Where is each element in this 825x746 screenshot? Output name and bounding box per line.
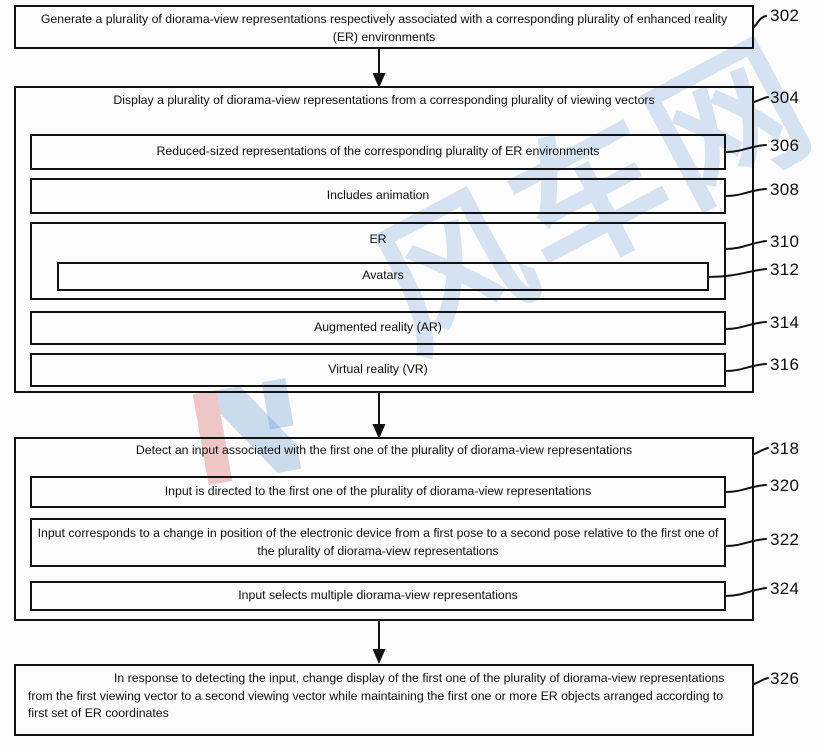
- process-box-326: [14, 664, 754, 736]
- ref-number-316: 316: [770, 355, 800, 374]
- leader-304: [753, 96, 769, 103]
- leader-322: [725, 538, 767, 547]
- process-box-316-label: Virtual reality (VR): [328, 362, 428, 376]
- leader-318: [753, 447, 769, 455]
- ref-number-314: 314: [770, 313, 800, 332]
- process-box-318-label: Detect an input associated with the firs…: [135, 443, 633, 457]
- arrowhead-304-to-318: [372, 424, 386, 439]
- process-box-306-label: Reduced-sized representations of the cor…: [156, 144, 600, 158]
- process-box-312-label: Avatars: [362, 268, 404, 282]
- ref-number-320: 320: [770, 476, 800, 495]
- leader-308: [725, 188, 767, 197]
- process-box-318: [14, 437, 754, 621]
- leader-326: [753, 677, 769, 685]
- ref-number-304: 304: [770, 88, 800, 107]
- process-box-312: [57, 262, 709, 291]
- ref-number-306: 306: [770, 136, 800, 155]
- ref-number-318: 318: [770, 439, 800, 458]
- process-box-322: [30, 518, 726, 567]
- ref-number-302: 302: [770, 6, 800, 25]
- leader-316: [725, 363, 767, 372]
- process-box-310-label: ER: [369, 232, 387, 246]
- process-box-304: [14, 86, 754, 393]
- process-box-324-label: Input selects multiple diorama-view repr…: [238, 588, 518, 602]
- process-box-308-label: Includes animation: [326, 188, 430, 202]
- process-box-314: [30, 311, 726, 345]
- ref-number-322: 322: [770, 530, 800, 549]
- leader-310: [725, 240, 767, 250]
- arrowhead-318-to-326: [372, 649, 386, 664]
- leader-306: [725, 144, 767, 153]
- process-box-310: [30, 222, 726, 300]
- process-box-322-label: Input corresponds to a change in positio…: [37, 526, 719, 558]
- process-box-320-label: Input is directed to the first one of th…: [164, 484, 592, 498]
- arrowhead-302-to-304: [372, 73, 386, 88]
- ref-number-310: 310: [770, 232, 800, 251]
- process-box-326-label: In response to detecting the input, chan…: [28, 671, 725, 720]
- leader-320: [725, 484, 767, 493]
- ref-number-312: 312: [770, 260, 800, 279]
- leader-324: [725, 587, 767, 597]
- leader-312: [708, 268, 767, 278]
- ref-number-308: 308: [770, 180, 800, 199]
- leader-302: [753, 15, 767, 28]
- process-box-316: [30, 353, 726, 387]
- process-box-304-label: Display a plurality of diorama-view repr…: [113, 93, 655, 107]
- process-box-314-label: Augmented reality (AR): [314, 320, 442, 334]
- process-box-302-label: Generate a plurality of diorama-view rep…: [40, 12, 728, 44]
- ref-number-324: 324: [770, 579, 800, 598]
- ref-number-326: 326: [770, 669, 800, 688]
- leader-314: [725, 321, 767, 330]
